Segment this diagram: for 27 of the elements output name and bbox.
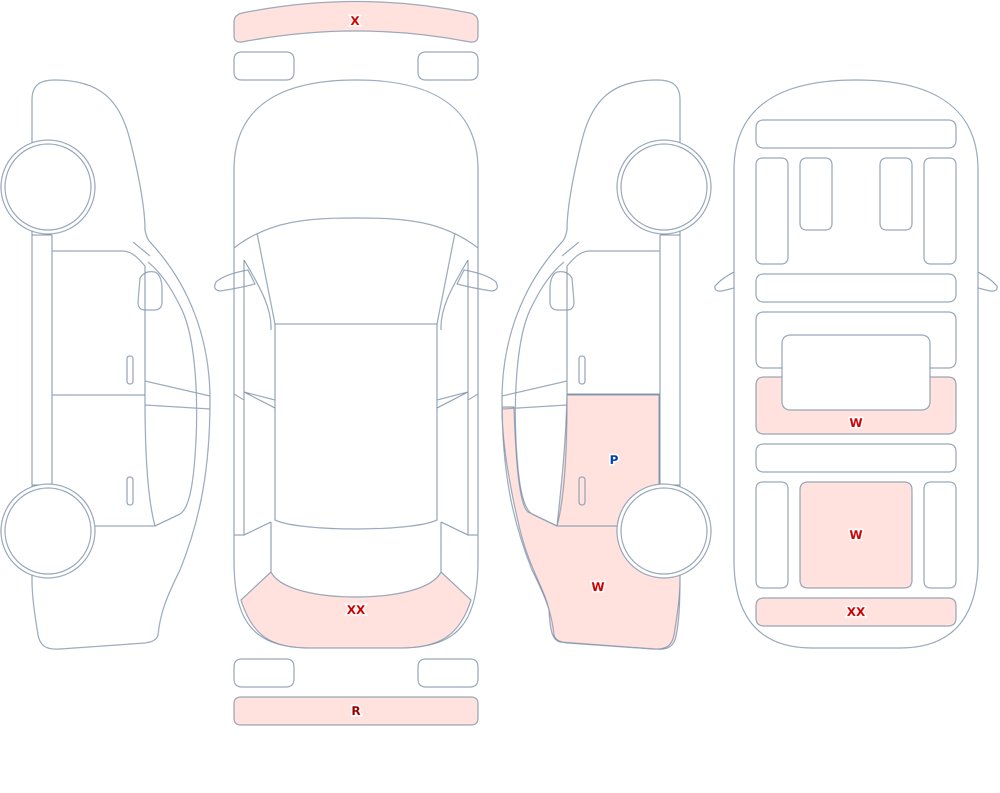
damage-code: W <box>849 528 863 542</box>
damage-code: P <box>610 453 618 467</box>
car-panel <box>924 158 956 264</box>
damaged-panel <box>240 572 472 648</box>
car-panel <box>234 658 294 688</box>
damage-code: XX <box>846 605 866 619</box>
damaged-panel <box>234 1 478 43</box>
car-panel <box>418 658 478 688</box>
car-panel <box>418 52 478 80</box>
car-panel <box>800 158 832 230</box>
car-panel <box>782 334 930 410</box>
damage-code: XX <box>346 603 366 617</box>
car-panel <box>234 52 294 80</box>
damaged-panel <box>234 696 478 726</box>
car-panel <box>756 482 788 588</box>
damage-code: X <box>350 14 360 28</box>
damaged-panel <box>756 598 956 626</box>
damage-code: R <box>351 704 361 718</box>
car-panel <box>756 158 788 264</box>
car-panel <box>924 482 956 588</box>
car-panel <box>756 274 956 302</box>
damage-code: W <box>849 416 863 430</box>
car-panel <box>756 120 956 148</box>
car-panel <box>756 444 956 472</box>
damage-code: W <box>591 580 605 594</box>
car-panel <box>880 158 912 230</box>
damaged-panel <box>800 482 912 588</box>
